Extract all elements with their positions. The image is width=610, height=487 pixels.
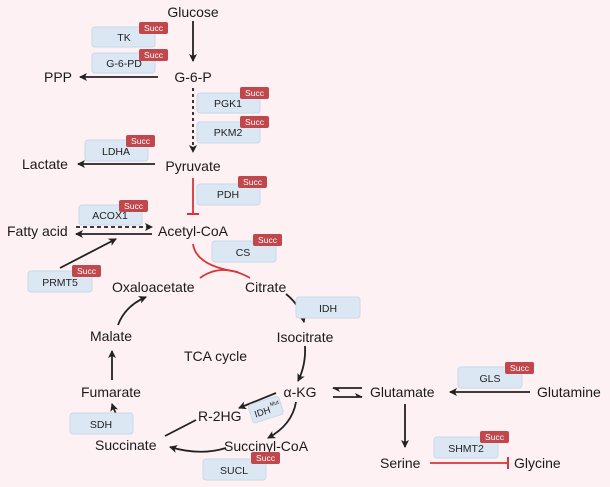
enzyme-g6pd: G-6-PD Succ	[91, 49, 168, 74]
metabolite-glucose: Glucose	[167, 4, 219, 20]
metabolite-succinyl-coa: Succinyl-CoA	[224, 438, 309, 454]
svg-text:CS: CS	[236, 247, 251, 259]
metabolite-r2hg: R-2HG	[198, 408, 242, 424]
succ-badge	[480, 431, 509, 443]
svg-text:Succ: Succ	[144, 50, 164, 60]
metabolite-serine: Serine	[380, 455, 421, 471]
succ-badge	[139, 22, 168, 34]
svg-text:Succ: Succ	[258, 235, 278, 245]
metabolite-acetyl-coa: Acetyl-CoA	[158, 223, 229, 239]
svg-text:Succ: Succ	[243, 177, 263, 187]
metabolite-glutamine: Glutamine	[537, 384, 601, 400]
metabolite-glycine: Glycine	[514, 455, 561, 471]
enzyme-idh: IDH	[295, 296, 361, 319]
svg-text:Mut: Mut	[269, 400, 280, 409]
enzyme-sucl: SUCL Succ	[202, 452, 280, 481]
svg-text:PDH: PDH	[217, 189, 239, 201]
metabolite-ppp: PPP	[44, 69, 72, 85]
succ-badge	[119, 200, 148, 212]
enzyme-tk: TK Succ	[91, 22, 168, 48]
succ-badge	[139, 49, 168, 61]
svg-text:IDH: IDH	[253, 405, 272, 421]
svg-text:TK: TK	[117, 32, 130, 44]
metabolite-g6p: G-6-P	[174, 69, 211, 85]
svg-text:SUCL: SUCL	[220, 465, 248, 477]
succ-badge	[240, 116, 269, 128]
succ-badge	[240, 87, 269, 99]
metabolite-fatty-acid: Fatty acid	[7, 223, 68, 239]
enzyme-prmt5: PRMT5 Succ	[27, 265, 101, 293]
succ-badge	[72, 265, 101, 277]
metabolite-oxaloacetate: Oxaloacetate	[112, 279, 195, 295]
metabolite-pyruvate: Pyruvate	[165, 158, 220, 174]
metabolite-citrate: Citrate	[245, 279, 286, 295]
svg-text:G-6-PD: G-6-PD	[106, 58, 142, 70]
succ-badge	[253, 234, 282, 246]
succ-badge	[251, 452, 280, 464]
arrows	[59, 21, 530, 469]
metabolite-isocitrate: Isocitrate	[277, 329, 334, 345]
svg-text:PRMT5: PRMT5	[42, 277, 78, 289]
enzyme-idh-mut: IDH Mut	[247, 395, 284, 424]
tca-cycle-label: TCA cycle	[184, 348, 247, 364]
svg-text:ACOX1: ACOX1	[92, 210, 128, 222]
svg-text:Succ: Succ	[245, 88, 265, 98]
succ-badge	[126, 135, 155, 147]
svg-text:Succ: Succ	[77, 266, 97, 276]
svg-text:Succ: Succ	[131, 136, 151, 146]
metabolite-akg: α-KG	[284, 384, 317, 400]
svg-text:Succ: Succ	[124, 201, 144, 211]
enzyme-pdh: PDH Succ	[196, 176, 267, 206]
metabolite-malate: Malate	[90, 328, 132, 344]
enzyme-ldha: LDHA Succ	[84, 135, 155, 162]
succ-badge	[505, 362, 534, 374]
svg-text:Succ: Succ	[510, 363, 530, 373]
metabolite-glutamate: Glutamate	[370, 384, 435, 400]
svg-text:Succ: Succ	[485, 432, 505, 442]
svg-text:SDH: SDH	[90, 419, 112, 431]
metabolite-lactate: Lactate	[22, 156, 68, 172]
svg-text:LDHA: LDHA	[102, 146, 130, 158]
metabolite-fumarate: Fumarate	[81, 384, 141, 400]
enzyme-pgk1: PGK1 Succ	[196, 87, 269, 114]
svg-text:SHMT2: SHMT2	[448, 443, 484, 455]
enzyme-shmt2: SHMT2 Succ	[433, 431, 509, 459]
svg-text:Succ: Succ	[245, 117, 265, 127]
svg-text:PKM2: PKM2	[214, 127, 243, 139]
enzyme-gls: GLS Succ	[457, 362, 534, 389]
succ-badge	[238, 176, 267, 188]
svg-text:PGK1: PGK1	[214, 98, 242, 110]
svg-text:GLS: GLS	[479, 373, 500, 385]
metabolite-succinate: Succinate	[95, 437, 157, 453]
enzyme-sdh: SDH	[69, 412, 134, 435]
enzyme-pkm2: PKM2 Succ	[196, 116, 269, 144]
enzyme-cs: CS Succ	[211, 234, 282, 263]
svg-text:Succ: Succ	[256, 453, 276, 463]
svg-text:IDH: IDH	[319, 303, 337, 315]
svg-text:Succ: Succ	[144, 23, 164, 33]
enzyme-acox1: ACOX1 Succ	[78, 200, 148, 226]
